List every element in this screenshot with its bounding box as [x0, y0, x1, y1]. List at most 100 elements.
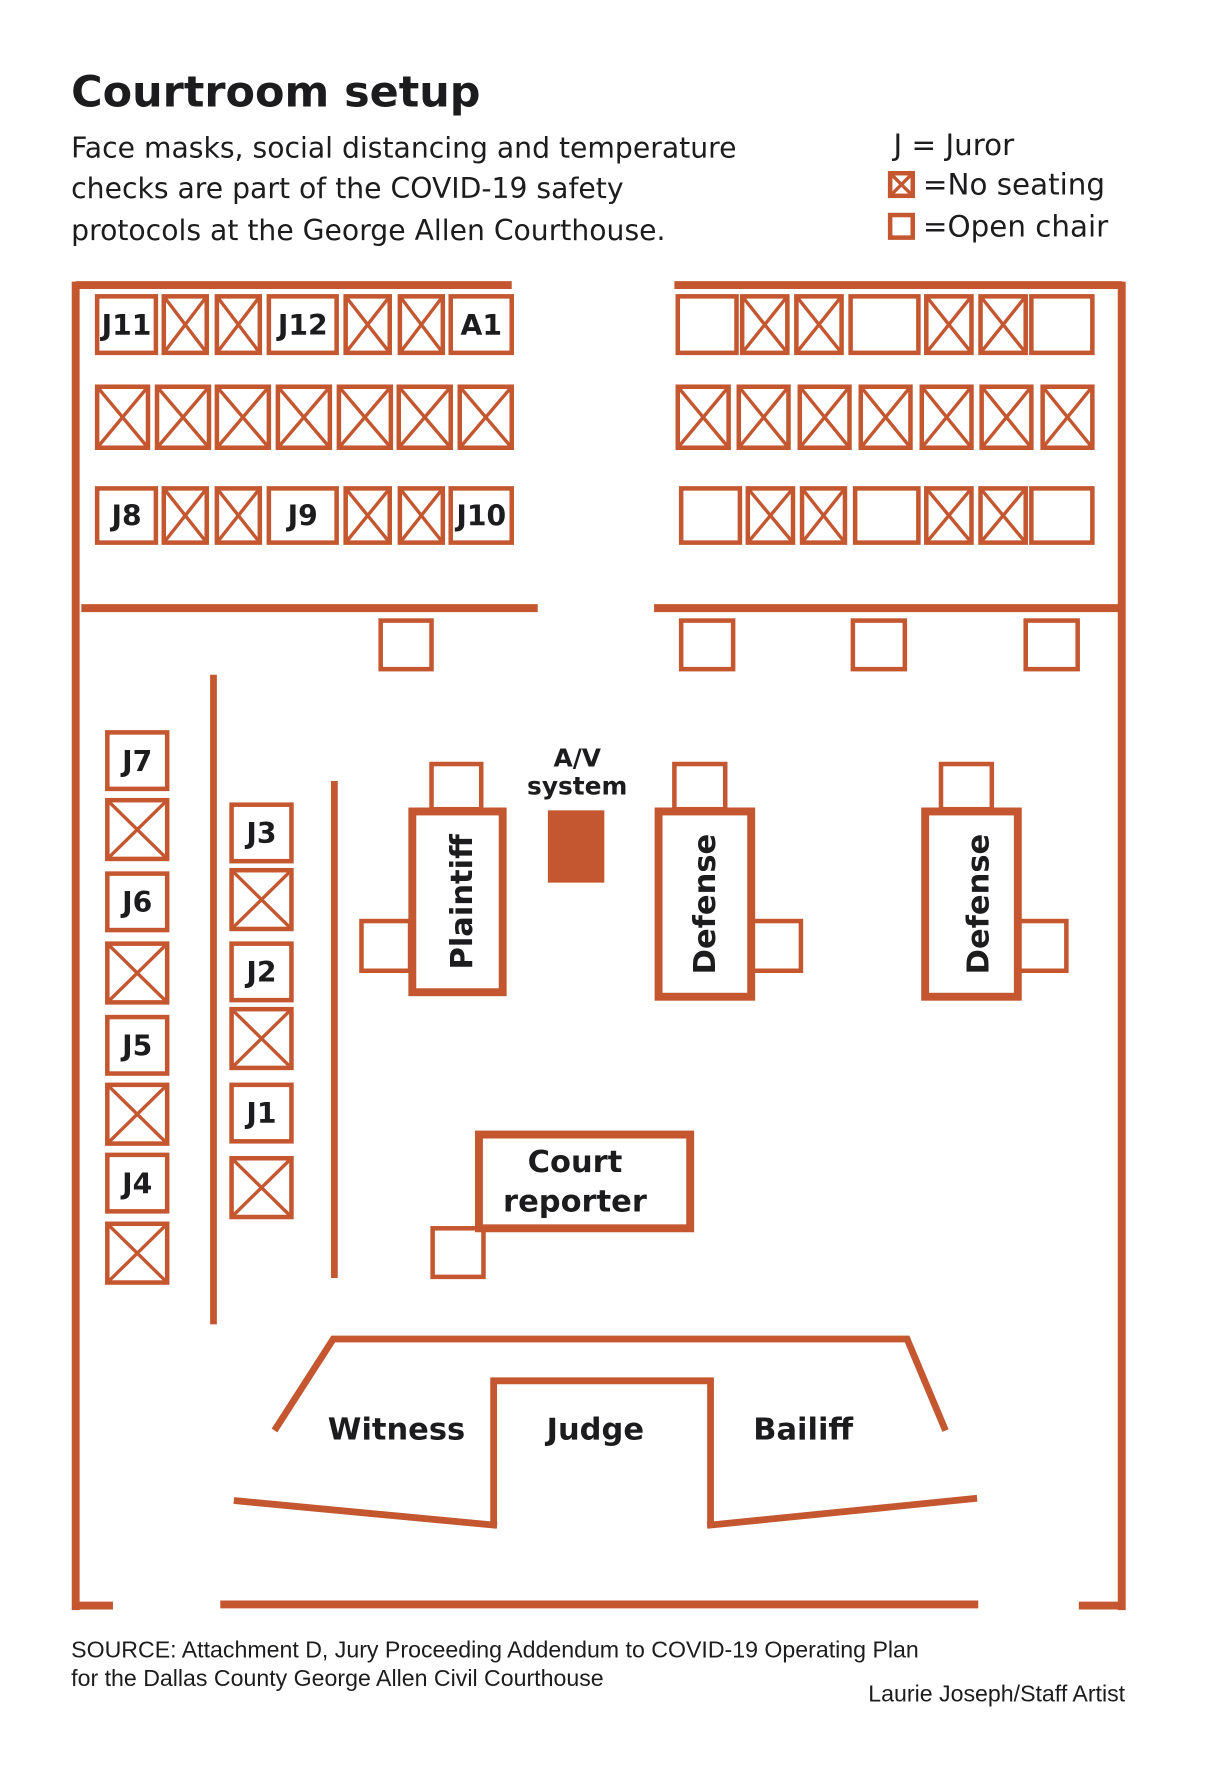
open-chair [1015, 918, 1069, 974]
defense-table-1: Defense [654, 761, 804, 1001]
no-seating-icon [887, 170, 915, 199]
x-mark [458, 385, 514, 449]
av-system: A/V system [527, 743, 627, 883]
seat-label: J11 [100, 309, 152, 342]
x-mark [798, 385, 851, 449]
defense-table-1-box [654, 807, 756, 1001]
legend-open-chair: =Open chair [923, 209, 1109, 243]
seat-label: A1 [460, 309, 502, 342]
defense-table-2: Defense [921, 761, 1069, 1001]
no-seating-seat [229, 1156, 294, 1220]
juror-seat: J2 [229, 941, 294, 1003]
no-seating-seat [229, 867, 294, 932]
no-seating-seat [978, 486, 1028, 545]
no-seating-seat [229, 1006, 294, 1071]
seat-box [229, 1082, 294, 1144]
source-line-1: SOURCE: Attachment D, Jury Proceeding Ad… [71, 1637, 919, 1663]
page-title: Courtroom setup [71, 68, 480, 118]
seat-label: J6 [120, 886, 152, 919]
judge-label: Judge [545, 1413, 644, 1448]
no-seating-seat [161, 294, 209, 356]
x-mark [924, 487, 973, 544]
no-seating-seat [797, 384, 852, 450]
x-mark [344, 295, 392, 354]
open-chair [429, 761, 484, 812]
no-seating-seat [161, 486, 209, 545]
seat-box [94, 486, 159, 545]
open-chair [1029, 294, 1095, 356]
court-reporter-label-line-2: reporter [503, 1184, 647, 1219]
no-seating-seat [979, 384, 1034, 450]
judge-box [490, 1377, 714, 1528]
seat-box [105, 1152, 170, 1214]
x-mark [800, 487, 847, 544]
open-chair [1029, 486, 1095, 545]
av-system-block [547, 810, 605, 883]
subtitle-line-2: checks are part of the COVID-19 safety [71, 172, 623, 205]
no-seating-seat [745, 486, 796, 545]
open-chair-icon [887, 212, 915, 240]
no-seating-seat [919, 384, 974, 450]
seat-label: J5 [120, 1029, 152, 1062]
no-seating-seat [105, 941, 170, 1005]
seat-box [848, 294, 921, 356]
seat-box [678, 486, 743, 545]
juror-seat: J3 [229, 802, 294, 864]
seat-box [229, 802, 294, 864]
x-mark [155, 385, 211, 449]
x-mark [276, 385, 332, 449]
x-mark [979, 487, 1028, 544]
bailiff-rail [706, 1494, 978, 1529]
x-mark [215, 385, 271, 449]
x-mark [215, 295, 262, 354]
seat-box [229, 941, 294, 1003]
juror-seat: J9 [266, 486, 339, 545]
x-mark [106, 942, 169, 1004]
no-seating-seat [105, 1221, 170, 1285]
no-seating-seat [343, 294, 392, 356]
bench: Witness Judge Bailiff [233, 1335, 978, 1529]
no-seating-seat [457, 384, 514, 450]
no-seating-seat [799, 486, 848, 545]
seat-label: J7 [120, 745, 152, 778]
bailiff-label: Bailiff [753, 1413, 853, 1448]
no-seating-seat [736, 384, 791, 450]
bench-outline [271, 1335, 949, 1433]
no-seating-seat [397, 294, 446, 356]
legend-juror: J = Juror [892, 128, 1016, 162]
no-seating-seat [275, 384, 333, 450]
x-mark [980, 385, 1033, 449]
av-label-line-1: A/V [553, 743, 601, 772]
x-mark [746, 487, 795, 544]
seat-box [105, 871, 170, 933]
no-seating-seat [154, 384, 212, 450]
no-seating-seat [214, 294, 263, 356]
no-seating-seat [858, 384, 913, 450]
open-chair [848, 294, 921, 356]
witness-label: Witness [328, 1413, 465, 1448]
no-seating-seat [105, 1082, 170, 1146]
juror-seat: J6 [105, 871, 170, 933]
no-seating-seat [214, 486, 263, 545]
x-mark [106, 798, 169, 861]
seat-label: J2 [244, 956, 276, 989]
juror-seat: A1 [448, 294, 514, 356]
plaintiff-table-box [408, 807, 507, 997]
juror-seat: J8 [94, 486, 159, 545]
x-mark [230, 1007, 293, 1070]
seat-box [266, 486, 339, 545]
seat-box [448, 294, 514, 356]
source-line-2: for the Dallas County George Allen Civil… [71, 1665, 604, 1691]
open-chair [1023, 618, 1080, 672]
x-mark [106, 1222, 169, 1284]
seat-label: J4 [120, 1167, 152, 1200]
open-chair [750, 918, 804, 974]
av-label-line-2: system [527, 772, 627, 801]
x-mark [344, 487, 392, 544]
no-seating-seat [978, 294, 1028, 356]
x-mark [920, 385, 973, 449]
juror-seat: J11 [94, 294, 159, 356]
witness-rail [233, 1497, 498, 1529]
legend-no-seating: =No seating [923, 168, 1105, 202]
